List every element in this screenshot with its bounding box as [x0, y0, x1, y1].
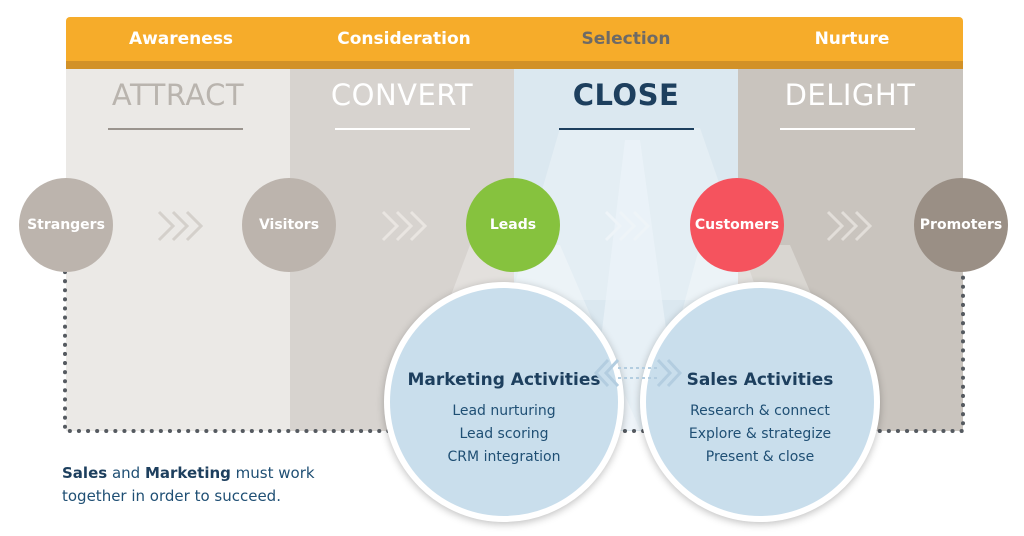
- phase-delight: DELIGHT: [784, 78, 916, 112]
- marketing-item: Lead scoring: [459, 426, 549, 442]
- note-marketing: Marketing: [144, 464, 231, 482]
- sales-activities-title: Sales Activities: [686, 370, 834, 390]
- phase-underline-close: [559, 128, 694, 130]
- phase-underline-convert: [335, 128, 470, 130]
- phase-close: CLOSE: [572, 78, 680, 112]
- visitors-circle: Visitors: [242, 178, 336, 272]
- chevrons-icon: [381, 210, 428, 242]
- marketing-item: Lead nurturing: [452, 403, 556, 419]
- stage-bar: [66, 17, 963, 61]
- chevrons-icon: [604, 210, 651, 242]
- note-sales: Sales: [62, 464, 108, 482]
- phase-underline-delight: [780, 128, 915, 130]
- phase-convert: CONVERT: [330, 78, 474, 112]
- phase-underline-attract: [108, 128, 243, 130]
- promoters-circle: Promoters: [914, 178, 1008, 272]
- marketing-item: CRM integration: [447, 449, 561, 465]
- stage-nurture: Nurture: [814, 29, 890, 49]
- sales-activities-circle: Sales Activities Research & connect Expl…: [640, 282, 880, 522]
- double-arrow-icon: [593, 358, 683, 388]
- stage-bar-shadow: [66, 61, 963, 69]
- marketing-activities-title: Marketing Activities: [407, 370, 601, 390]
- customers-circle: Customers: [690, 178, 784, 272]
- sales-item: Research & connect: [690, 403, 830, 419]
- chevrons-icon: [826, 210, 873, 242]
- strangers-circle: Strangers: [19, 178, 113, 272]
- stage-awareness: Awareness: [128, 29, 234, 49]
- note-rest: must work together in order to succeed.: [62, 464, 315, 505]
- stage-consideration: Consideration: [337, 29, 471, 49]
- chevrons-icon: [157, 210, 204, 242]
- sales-item: Present & close: [705, 449, 815, 465]
- stage-selection: Selection: [581, 29, 671, 49]
- phase-attract: ATTRACT: [111, 78, 245, 112]
- leads-circle: Leads: [466, 178, 560, 272]
- note-and: and: [111, 464, 141, 482]
- marketing-activities-circle: Marketing Activities Lead nurturing Lead…: [384, 282, 624, 522]
- collaboration-note: Sales and Marketing must work together i…: [62, 462, 382, 508]
- sales-item: Explore & strategize: [688, 426, 832, 442]
